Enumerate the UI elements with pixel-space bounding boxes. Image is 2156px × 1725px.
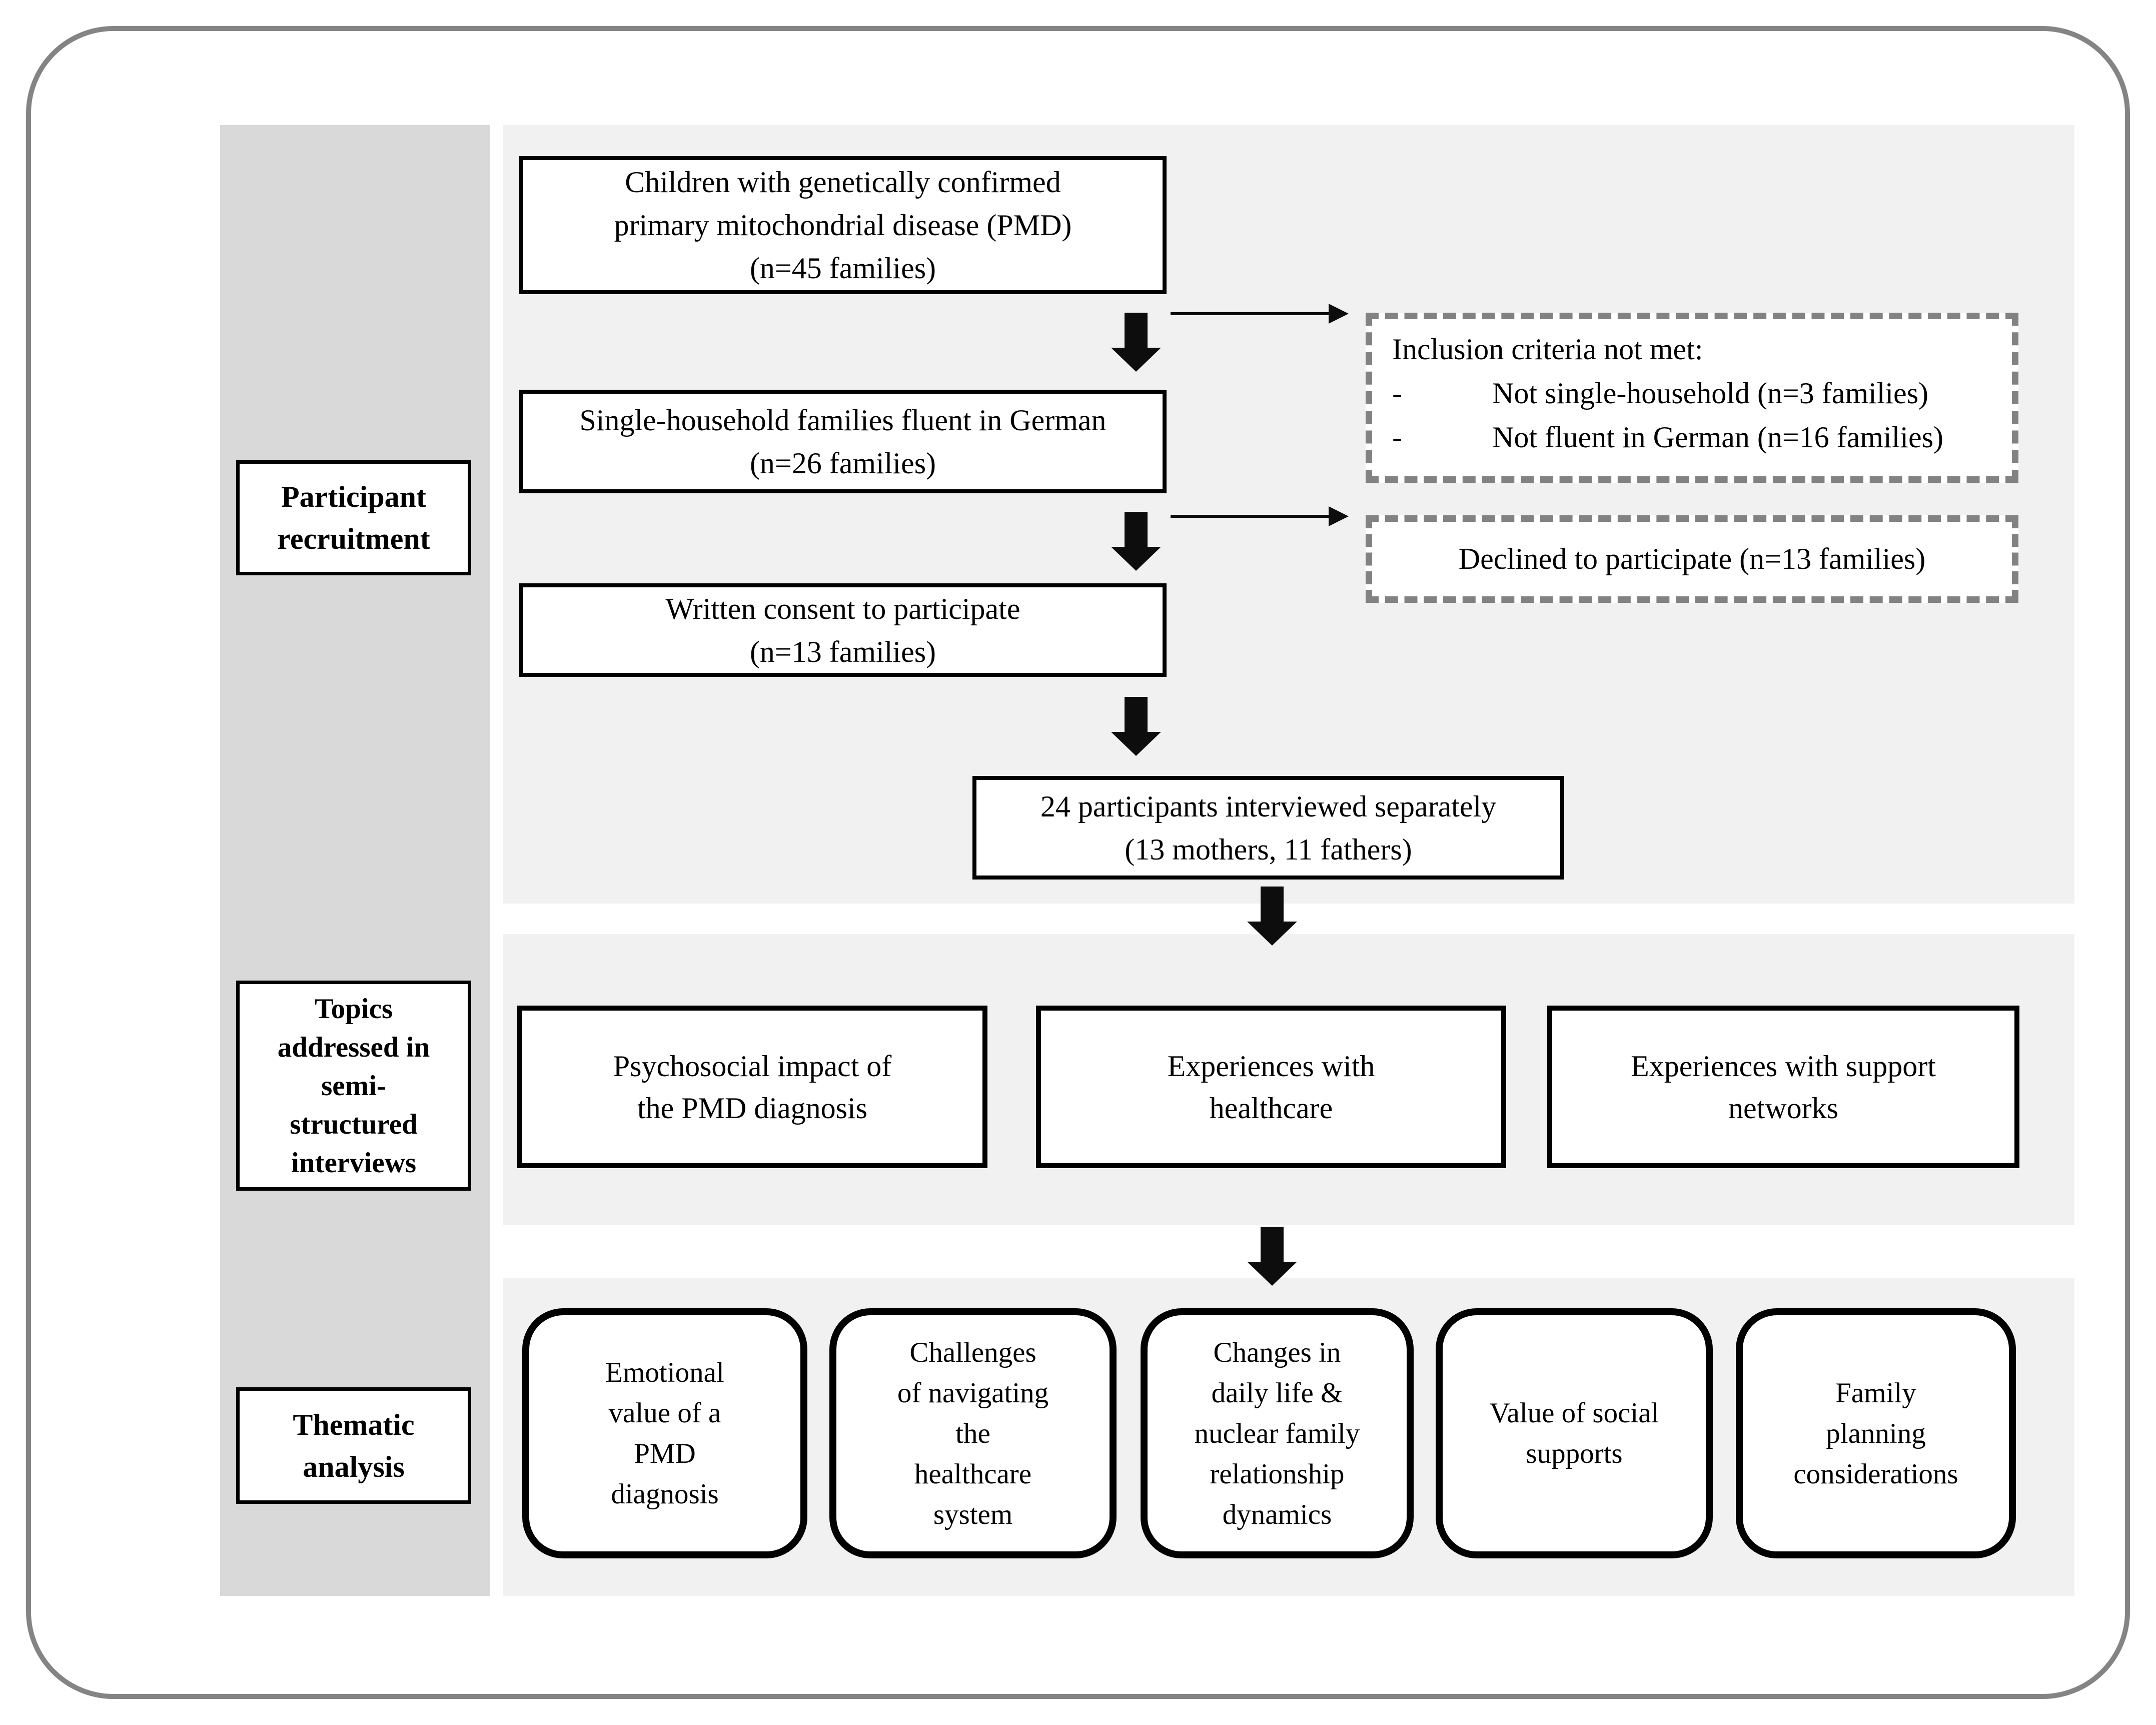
phase-sidebar bbox=[220, 125, 490, 1596]
topic-box-support-networks: Experiences with support networks bbox=[1547, 1006, 2019, 1168]
arrow-right-to-declined bbox=[1171, 506, 1349, 526]
arrow-head-icon bbox=[1111, 348, 1161, 372]
arrow-stem bbox=[1261, 887, 1284, 922]
flow-box-participants-interviewed: 24 participants interviewed separately (… bbox=[972, 776, 1564, 880]
phase-label-thematic-analysis: Thematic analysis bbox=[236, 1387, 471, 1504]
arrow-stem bbox=[1125, 313, 1148, 348]
bullet-dash: - bbox=[1392, 421, 1402, 454]
exclusion-criteria-item: - Not fluent in German (n=16 families) bbox=[1392, 415, 1999, 459]
arrow-head-icon bbox=[1247, 1262, 1297, 1286]
exclusion-criteria-title: Inclusion criteria not met: bbox=[1392, 333, 1703, 366]
phase-label-interview-topics: Topics addressed in semi- structured int… bbox=[236, 981, 471, 1191]
exclusion-box-declined: Declined to participate (n=13 families) bbox=[1366, 515, 2018, 603]
arrow-head-icon bbox=[1111, 547, 1161, 571]
arrow-head-icon bbox=[1329, 506, 1349, 526]
exclusion-criteria-item-text: Not fluent in German (n=16 families) bbox=[1492, 421, 1943, 454]
flow-box-single-household: Single-household families fluent in Germ… bbox=[519, 390, 1167, 493]
arrow-stem bbox=[1261, 1227, 1284, 1262]
theme-box-social-supports: Value of social supports bbox=[1436, 1308, 1713, 1558]
exclusion-criteria-item: - Not single-household (n=3 families) bbox=[1392, 371, 1999, 415]
theme-box-family-planning: Family planning considerations bbox=[1736, 1308, 2016, 1558]
topic-box-psychosocial-impact: Psychosocial impact of the PMD diagnosis bbox=[517, 1006, 987, 1168]
arrow-stem bbox=[1125, 697, 1148, 732]
flow-box-eligible-families: Children with genetically confirmed prim… bbox=[519, 156, 1167, 294]
flow-box-written-consent: Written consent to participate (n=13 fam… bbox=[519, 583, 1167, 677]
arrow-down-topics-to-themes bbox=[1247, 1227, 1297, 1286]
theme-box-navigating-healthcare: Challenges of navigating the healthcare … bbox=[829, 1308, 1117, 1558]
theme-box-emotional-value: Emotional value of a PMD diagnosis bbox=[522, 1308, 807, 1558]
arrow-head-icon bbox=[1329, 304, 1349, 324]
arrow-head-icon bbox=[1111, 732, 1161, 756]
arrow-head-icon bbox=[1247, 922, 1297, 946]
figure-frame bbox=[26, 26, 2130, 1699]
exclusion-box-inclusion-criteria: Inclusion criteria not met: - Not single… bbox=[1366, 313, 2018, 483]
theme-box-daily-life-dynamics: Changes in daily life & nuclear family r… bbox=[1141, 1308, 1414, 1558]
phase-label-participant-recruitment: Participant recruitment bbox=[236, 460, 471, 575]
topic-box-healthcare-experiences: Experiences with healthcare bbox=[1036, 1006, 1506, 1168]
arrow-right-to-inclusion-criteria bbox=[1171, 304, 1349, 324]
arrow-line bbox=[1171, 515, 1332, 518]
bullet-dash: - bbox=[1392, 377, 1402, 410]
arrow-down-eligible-to-single-household bbox=[1111, 313, 1161, 372]
arrow-down-interviews-to-topics bbox=[1247, 887, 1297, 946]
exclusion-criteria-item-text: Not single-household (n=3 families) bbox=[1492, 377, 1929, 410]
arrow-down-consent-to-interviews bbox=[1111, 697, 1161, 756]
arrow-down-single-household-to-consent bbox=[1111, 512, 1161, 571]
arrow-line bbox=[1171, 312, 1332, 315]
arrow-stem bbox=[1125, 512, 1148, 547]
